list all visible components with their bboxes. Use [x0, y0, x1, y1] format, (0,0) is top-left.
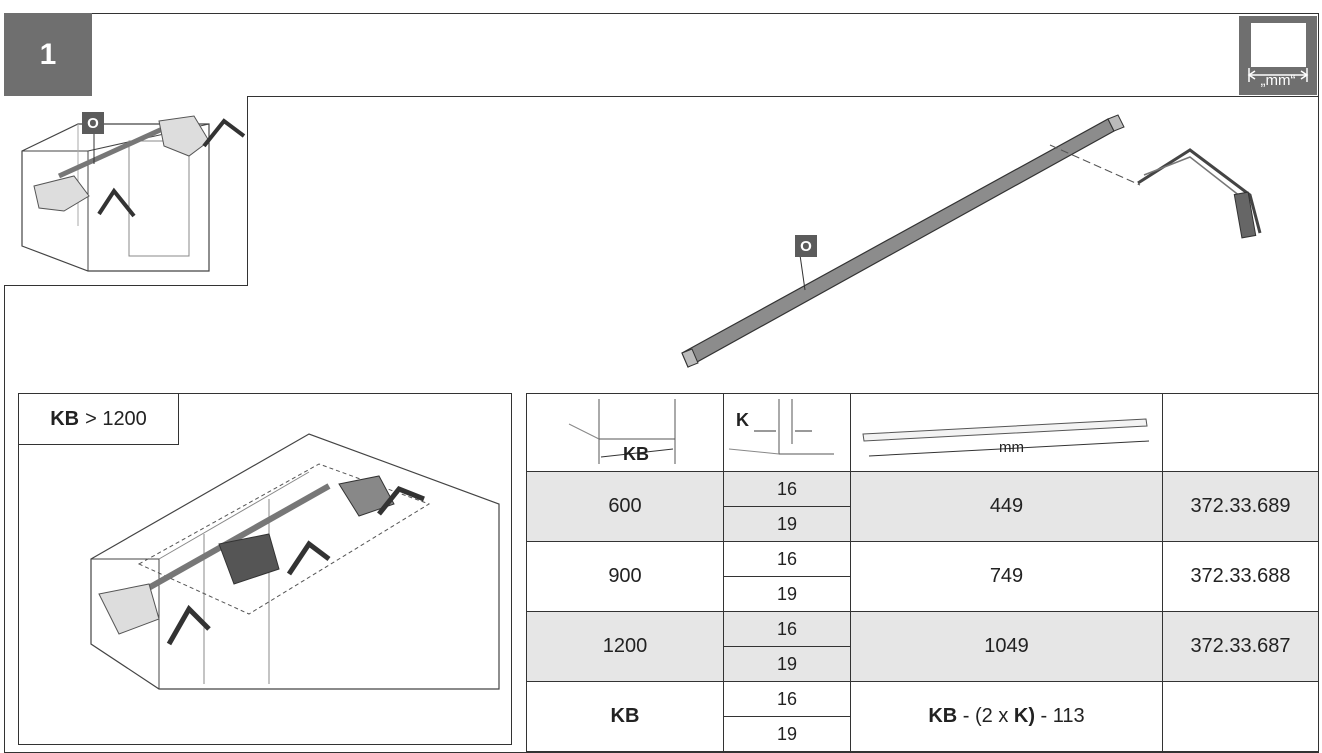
kb-over-1200-panel: KB > 1200: [18, 393, 512, 745]
k-cell: 19: [723, 506, 851, 542]
table-row: 900 16 749 372.33.688: [526, 541, 1319, 612]
part-badge-o: O: [82, 112, 104, 134]
unit-mm-label: „mm“: [1260, 72, 1296, 89]
k-cell: 19: [723, 646, 851, 682]
header-article-cell: [1162, 393, 1319, 472]
kb-condition-label: KB > 1200: [19, 394, 179, 445]
rod-length-icon: mm: [862, 418, 1150, 457]
rod-badge-o: O: [795, 235, 817, 257]
header-mm-text: mm: [999, 439, 1024, 456]
header-k-text: K: [736, 410, 749, 430]
header-kb-text: KB: [623, 444, 649, 464]
length-cell: 449: [850, 471, 1163, 542]
step-number: 1: [4, 13, 92, 97]
article-cell: 372.33.689: [1162, 471, 1319, 542]
article-cell: [1162, 681, 1319, 752]
table-row: 600 16 449 372.33.689: [526, 471, 1319, 542]
wide-cabinet-drawing: [90, 433, 500, 690]
k-thickness-icon: K: [728, 399, 834, 455]
header-kb-cell: KB: [526, 393, 724, 472]
length-cell: 1049: [850, 611, 1163, 682]
header-k-cell: K: [723, 393, 851, 472]
k-cell: 19: [723, 576, 851, 612]
k-cell: 19: [723, 716, 851, 752]
rod-length-table: KB K mm: [526, 393, 1319, 752]
kb-cell: 600: [526, 471, 724, 542]
formula-k: K): [1013, 705, 1035, 727]
formula-cell: KB - (2 x K) - 113: [850, 681, 1163, 752]
k-cell: 16: [723, 681, 851, 717]
rod-cutting-drawing: [681, 114, 1262, 368]
kb-label-bold: KB: [50, 407, 80, 430]
table-row-formula: KB 16 KB - (2 x K) - 113: [526, 681, 1319, 752]
table-row: 1200 16 1049 372.33.687: [526, 611, 1319, 682]
formula-kb: KB: [928, 705, 958, 727]
header-divider: [4, 96, 1319, 97]
header-mm-cell: mm: [850, 393, 1163, 472]
cabinet-thumbnail-drawing: [21, 115, 246, 272]
kb-cell: 1200: [526, 611, 724, 682]
formula-end: - 113: [1035, 705, 1085, 727]
k-cell: 16: [723, 541, 851, 577]
unit-mm-icon: „mm“: [1239, 16, 1317, 95]
article-cell: 372.33.688: [1162, 541, 1319, 612]
length-cell: 749: [850, 541, 1163, 612]
formula-mid: - (2 x: [957, 705, 1014, 727]
article-cell: 372.33.687: [1162, 611, 1319, 682]
kb-dimension-icon: KB: [568, 399, 676, 464]
kb-cell: 900: [526, 541, 724, 612]
k-cell: 16: [723, 611, 851, 647]
k-cell: 16: [723, 471, 851, 507]
cabinet-thumbnail: O: [4, 96, 248, 286]
kb-label-rest: > 1200: [85, 407, 147, 430]
kb-cell: KB: [526, 681, 724, 752]
